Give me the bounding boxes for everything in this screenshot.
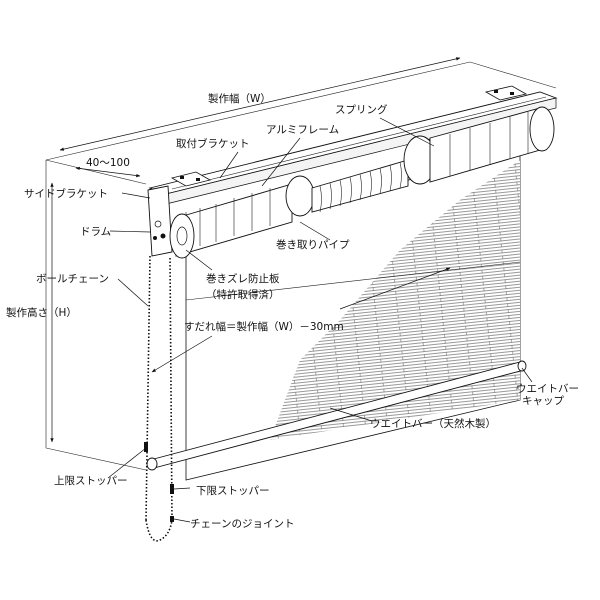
upper-stopper-label: 上限ストッパー [54,475,128,487]
weight-bar [146,360,527,471]
ball-chain-label: ボールチェーン [36,273,109,285]
lower-stopper-label: 下限ストッパー [196,485,270,497]
chain-joint-label: チェーンのジョイント [190,518,294,530]
blind-width-label: すだれ幅＝製作幅（W）－30mm [184,320,344,333]
width-label: 製作幅（W） [208,92,271,105]
drum-label: ドラム [80,226,111,238]
mounting-bracket-right [484,85,528,101]
weight-bar-label: ウエイトバー（天然木製） [370,417,496,430]
drum [169,213,195,259]
leader-lines [107,117,533,523]
mounting-bracket-left [170,171,212,187]
spring-label: スプリング [335,103,388,116]
side-bracket-label: サイドブラケット [24,187,108,200]
mounting-bracket-label: 取付ブラケット [176,137,250,150]
lower-stopper [170,484,174,494]
dimension-lines [50,57,461,443]
upper-stopper [144,442,148,452]
weight-bar-cap-label: ウエイトバー [516,383,579,395]
side-bracket [147,185,173,257]
chain-joint [170,516,174,522]
ball-chain [144,255,174,542]
anti-slip-plate-label: 巻きズレ防止板 [206,272,280,285]
take-up-pipe-label: 巻き取りパイプ [276,239,350,251]
offset-label: 40～100 [86,157,130,169]
take-up-pipe [175,106,555,257]
anti-slip-plate-note: （特許取得済） [206,288,280,301]
height-label: 製作高さ（H） [6,306,77,319]
weight-bar-cap-label-2: キャップ [522,395,564,407]
blind-fabric [185,149,521,481]
aluminum-frame-label: アルミフレーム [266,124,339,136]
